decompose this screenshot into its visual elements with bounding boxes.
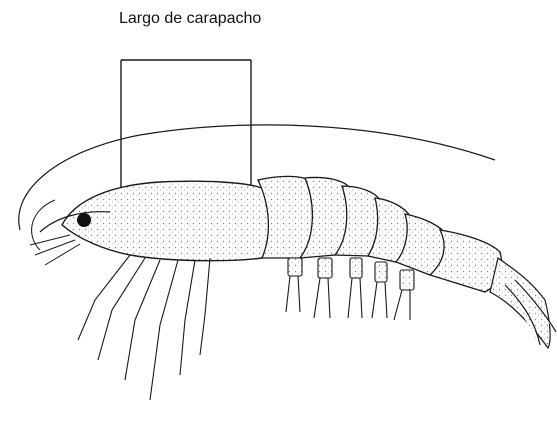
eye xyxy=(77,213,91,227)
tail-fan xyxy=(490,258,556,348)
mouthparts xyxy=(30,235,80,265)
antenna-lower xyxy=(32,200,55,250)
swimmerets xyxy=(286,258,414,320)
carapace xyxy=(62,181,270,260)
walking-legs xyxy=(78,255,210,400)
